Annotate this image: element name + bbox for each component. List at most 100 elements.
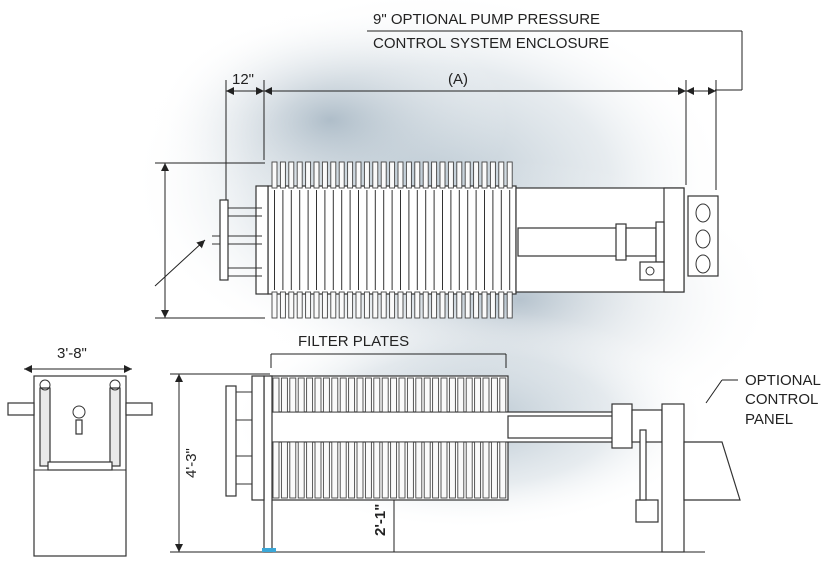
plan-plate-fin-top: [473, 161, 480, 189]
elev-plate-lower: [322, 441, 330, 499]
filter-plates-label: FILTER PLATES: [298, 333, 409, 350]
plan-plate-fin-top: [506, 161, 513, 189]
top-dimension: 12" (A): [225, 71, 717, 210]
plan-plate-fin-bottom: [498, 291, 505, 319]
plan-plate-fin-top: [372, 161, 379, 189]
elev-plate-lower: [314, 441, 322, 499]
elev-plate-lower: [490, 441, 498, 499]
plan-plate-fin-top: [405, 161, 412, 189]
elev-plate-lower: [474, 441, 482, 499]
elev-plate-upper: [457, 377, 465, 413]
dim-2-1-label: 2'-1": [372, 504, 389, 536]
plan-plate-fin-bottom: [447, 291, 454, 319]
filter-plates-callout: FILTER PLATES: [270, 333, 507, 368]
elev-plate-lower: [499, 441, 507, 499]
elev-plate-lower: [381, 441, 389, 499]
plan-plate-fin-bottom: [397, 291, 404, 319]
plan-plate-fin-bottom: [506, 291, 513, 319]
dim-4-3-label: 4'-3": [183, 448, 200, 478]
plan-plate-fin-bottom: [473, 291, 480, 319]
elev-plate-lower: [297, 441, 305, 499]
plan-plate-fin-bottom: [405, 291, 412, 319]
elev-plate-upper: [490, 377, 498, 413]
plan-plate-fin-bottom: [489, 291, 496, 319]
plan-plate-fin-top: [347, 161, 354, 189]
plan-plate-fin-bottom: [414, 291, 421, 319]
plan-plate-fin-bottom: [296, 291, 303, 319]
plan-plate-fin-bottom: [271, 291, 278, 319]
plan-plate-fin-top: [271, 161, 278, 189]
plan-plate-fin-top: [305, 161, 312, 189]
plan-plate-fin-bottom: [464, 291, 471, 319]
elev-plate-lower: [398, 441, 406, 499]
elev-plate-lower: [280, 441, 288, 499]
plan-plate-fin-bottom: [279, 291, 286, 319]
elev-plate-lower: [364, 441, 372, 499]
plan-plate-fin-top: [447, 161, 454, 189]
elev-plate-upper: [280, 377, 288, 413]
elev-plate-upper: [398, 377, 406, 413]
plan-plate-fin-bottom: [431, 291, 438, 319]
elev-plate-upper: [373, 377, 381, 413]
elev-plate-lower: [289, 441, 297, 499]
plan-plate-fin-bottom: [355, 291, 362, 319]
elev-plate-lower: [440, 441, 448, 499]
plan-plate-fin-bottom: [363, 291, 370, 319]
plan-plate-fin-top: [481, 161, 488, 189]
pump-enclosure-line2: CONTROL SYSTEM ENCLOSURE: [373, 35, 609, 52]
elev-plate-upper: [415, 377, 423, 413]
control-line1: OPTIONAL: [745, 372, 821, 389]
elev-plate-upper: [474, 377, 482, 413]
plan-height-dimension: [154, 162, 265, 319]
plan-plate-fin-bottom: [380, 291, 387, 319]
elev-plate-upper: [331, 377, 339, 413]
elev-plate-lower: [331, 441, 339, 499]
plan-plate-fin-top: [464, 161, 471, 189]
plan-plate-fin-bottom: [372, 291, 379, 319]
elev-plate-lower: [339, 441, 347, 499]
plan-plate-fin-top: [355, 161, 362, 189]
elev-plate-lower: [348, 441, 356, 499]
elev-plate-lower: [390, 441, 398, 499]
elev-plate-upper: [314, 377, 322, 413]
dim-a-label: (A): [448, 71, 468, 88]
pump-enclosure-line1: 9" OPTIONAL PUMP PRESSURE: [373, 11, 600, 28]
plan-plate-fin-top: [296, 161, 303, 189]
plan-view: [212, 185, 719, 295]
plan-plate-fin-bottom: [338, 291, 345, 319]
plan-plate-fin-top: [279, 161, 286, 189]
plan-plate-fin-bottom: [389, 291, 396, 319]
elev-plate-upper: [348, 377, 356, 413]
elev-plate-upper: [423, 377, 431, 413]
control-line2: CONTROL: [745, 391, 818, 408]
plan-plate-fin-top: [288, 161, 295, 189]
elev-plate-upper: [364, 377, 372, 413]
elev-plate-upper: [356, 377, 364, 413]
plan-plate-fin-top: [338, 161, 345, 189]
plan-plate-fin-top: [498, 161, 505, 189]
pump-enclosure-callout: 9" OPTIONAL PUMP PRESSURE CONTROL SYSTEM…: [367, 11, 743, 91]
elev-plate-upper: [432, 377, 440, 413]
elev-plate-lower: [306, 441, 314, 499]
plan-plate-fin-bottom: [321, 291, 328, 319]
elev-plate-lower: [465, 441, 473, 499]
elev-plate-upper: [440, 377, 448, 413]
plan-plate-fin-top: [397, 161, 404, 189]
plan-plate-fin-bottom: [288, 291, 295, 319]
control-line3: PANEL: [745, 411, 793, 428]
plan-plate-fin-bottom: [330, 291, 337, 319]
elev-plate-upper: [390, 377, 398, 413]
plan-plate-fin-bottom: [422, 291, 429, 319]
plan-plate-fin-top: [363, 161, 370, 189]
elev-plate-lower: [415, 441, 423, 499]
plan-plate-fin-bottom: [305, 291, 312, 319]
plan-plate-fin-top: [313, 161, 320, 189]
elev-plate-upper: [448, 377, 456, 413]
elev-plate-lower: [272, 441, 280, 499]
elev-plate-upper: [272, 377, 280, 413]
elev-plate-upper: [406, 377, 414, 413]
elev-plate-lower: [373, 441, 381, 499]
elev-plate-upper: [322, 377, 330, 413]
elev-plate-upper: [381, 377, 389, 413]
